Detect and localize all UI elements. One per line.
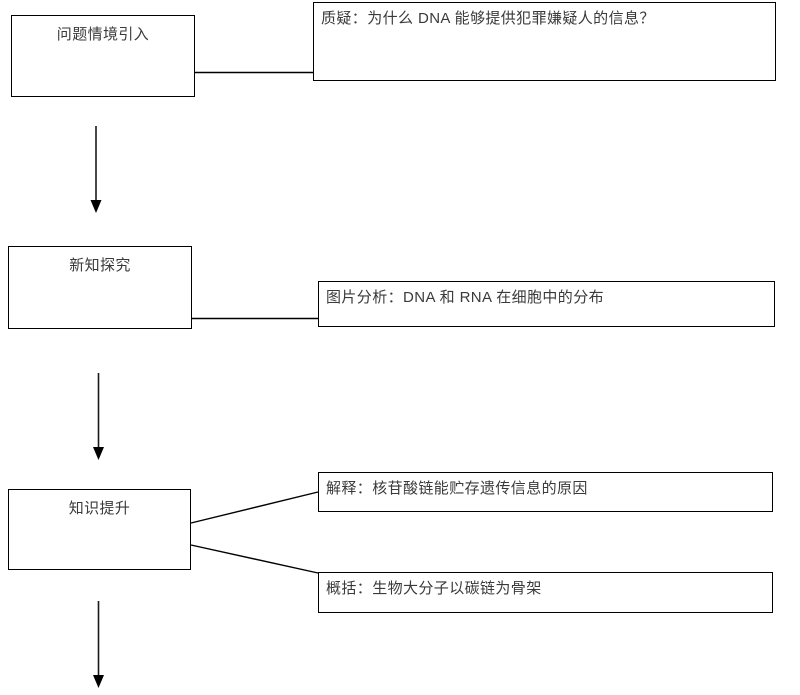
stage-box-new-knowledge: 新知探究 bbox=[8, 246, 192, 329]
stage-label: 问题情境引入 bbox=[56, 26, 150, 43]
connector-stage3-detail4 bbox=[190, 544, 319, 574]
detail-label: 概括：生物大分子以碳链为骨架 bbox=[326, 580, 542, 597]
stage-label: 新知探究 bbox=[69, 257, 131, 274]
detail-box-question: 质疑：为什么 DNA 能够提供犯罪嫌疑人的信息？ bbox=[313, 2, 776, 81]
detail-label: 图片分析：DNA 和 RNA 在细胞中的分布 bbox=[326, 289, 604, 306]
arrow-stage2-stage3 bbox=[93, 373, 104, 460]
arrow-stage1-stage2 bbox=[90, 126, 102, 213]
detail-box-summary: 概括：生物大分子以碳链为骨架 bbox=[318, 572, 773, 613]
stage-box-problem-intro: 问题情境引入 bbox=[11, 15, 195, 97]
stage-label: 知识提升 bbox=[68, 500, 131, 517]
stage-box-knowledge-upgrade: 知识提升 bbox=[8, 489, 191, 570]
arrow-stage3-next bbox=[93, 601, 104, 688]
detail-label: 解释：核苷酸链能贮存遗传信息的原因 bbox=[326, 480, 588, 497]
detail-box-image-analysis: 图片分析：DNA 和 RNA 在细胞中的分布 bbox=[318, 281, 775, 327]
detail-label: 质疑：为什么 DNA 能够提供犯罪嫌疑人的信息？ bbox=[321, 10, 655, 27]
detail-box-explanation: 解释：核苷酸链能贮存遗传信息的原因 bbox=[318, 472, 773, 512]
connector-stage3-detail3 bbox=[190, 491, 319, 524]
